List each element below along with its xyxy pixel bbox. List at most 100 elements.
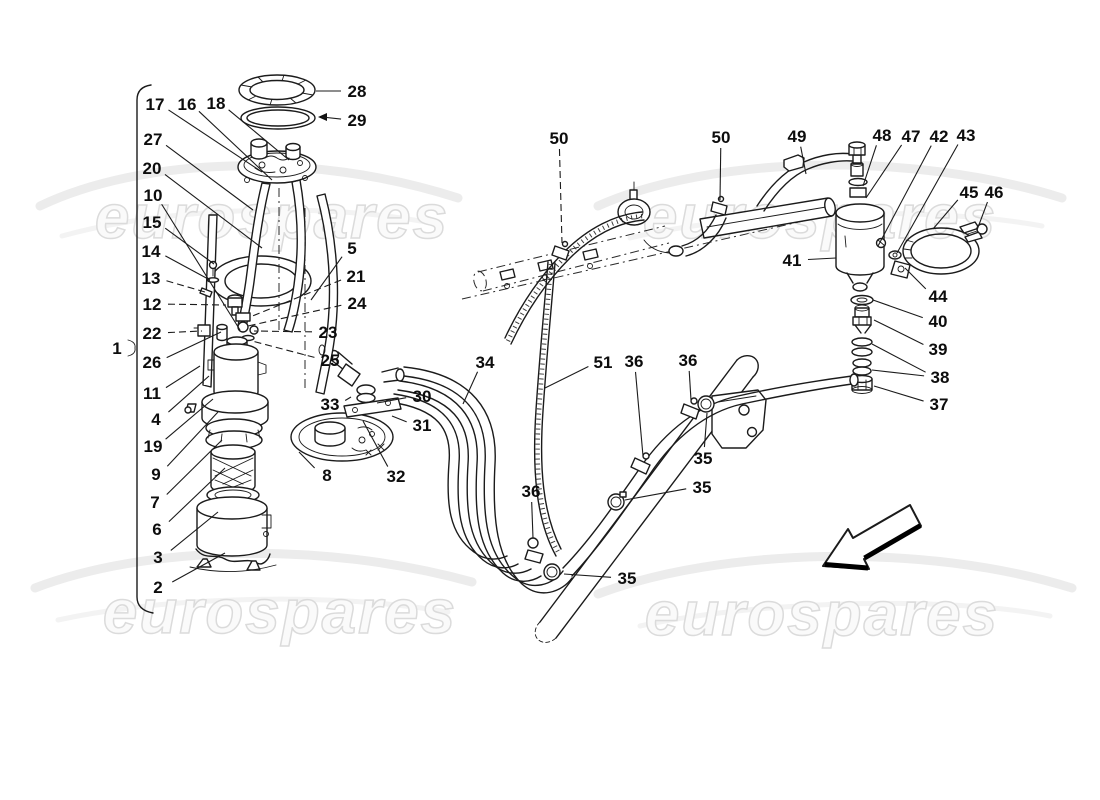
part-label-17: 17 bbox=[146, 95, 165, 114]
rail-end-cap bbox=[824, 197, 836, 217]
leader-line-16 bbox=[198, 110, 273, 181]
ring-ticks bbox=[240, 74, 314, 106]
leader-line-21 bbox=[249, 279, 342, 318]
part-label-7: 7 bbox=[150, 493, 159, 512]
hose-34 bbox=[389, 401, 508, 560]
supply-hose-braid bbox=[505, 213, 644, 342]
pump-hoses bbox=[389, 366, 573, 594]
leader-line-23 bbox=[253, 330, 313, 333]
seal-ring-29-inner bbox=[246, 109, 310, 127]
tube-end-cap bbox=[736, 355, 759, 378]
leader-line-46 bbox=[976, 201, 988, 231]
leader-line-36 bbox=[688, 370, 692, 401]
mount-foot bbox=[246, 560, 261, 571]
part-label-9: 9 bbox=[151, 465, 160, 484]
leader-line-17 bbox=[168, 109, 263, 173]
pump-flange-plate bbox=[237, 150, 317, 184]
hose-49 bbox=[763, 160, 853, 212]
supply-hose bbox=[510, 219, 645, 345]
hex-21 bbox=[235, 312, 251, 322]
flange-detail bbox=[279, 166, 287, 174]
leader-line-8 bbox=[298, 451, 316, 469]
filter-inlet-fitting bbox=[849, 187, 867, 198]
band-clamp bbox=[543, 563, 561, 581]
part-label-5: 5 bbox=[347, 239, 356, 258]
nut-bottom bbox=[851, 386, 873, 394]
part-label-49: 49 bbox=[788, 127, 807, 146]
banjo-23 bbox=[237, 321, 249, 333]
part-label-24: 24 bbox=[348, 294, 367, 313]
pump-canister bbox=[196, 507, 268, 557]
leader-line-44 bbox=[904, 267, 927, 290]
bracket-brace bbox=[127, 339, 136, 357]
part-label-20: 20 bbox=[143, 159, 162, 178]
mount-foot bbox=[196, 558, 212, 568]
part-label-29: 29 bbox=[348, 111, 367, 130]
part-label-34: 34 bbox=[476, 353, 495, 372]
bracket-fold bbox=[717, 395, 757, 403]
leader-line-24 bbox=[247, 304, 342, 327]
injector-fitting bbox=[582, 248, 599, 261]
direction-arrow-icon bbox=[822, 504, 922, 571]
rail-hose bbox=[685, 217, 727, 257]
return-hose bbox=[562, 375, 853, 569]
hose-link bbox=[643, 239, 670, 254]
arrow-shadow bbox=[824, 562, 869, 571]
washer-14 bbox=[206, 277, 220, 283]
rail-tube-left bbox=[477, 225, 666, 273]
leader-line-34 bbox=[462, 371, 479, 405]
part-label-45: 45 bbox=[960, 183, 979, 202]
hose-end bbox=[849, 373, 859, 387]
mounting-bracket bbox=[711, 389, 767, 449]
foot-hole bbox=[897, 265, 905, 273]
part-label-1: 1 bbox=[112, 339, 121, 358]
leader-line-33 bbox=[344, 396, 352, 401]
watermark-swoosh bbox=[55, 596, 451, 623]
leader-line-15 bbox=[164, 227, 215, 265]
ring-38 bbox=[852, 358, 872, 368]
band-clamp bbox=[607, 493, 625, 511]
part-label-18: 18 bbox=[207, 94, 226, 113]
leader-line-12 bbox=[167, 303, 227, 306]
band-clamp-inner bbox=[610, 496, 622, 508]
flange-fitting-top bbox=[250, 138, 268, 148]
part-label-23: 23 bbox=[319, 323, 338, 342]
leader-line-45 bbox=[932, 199, 959, 230]
part-label-27: 27 bbox=[144, 130, 163, 149]
leader-line-37 bbox=[873, 385, 924, 402]
band-clamp-inner bbox=[910, 233, 972, 269]
pump-motor-top bbox=[213, 343, 259, 361]
band-clamp bbox=[697, 395, 715, 413]
leader-line-38 bbox=[871, 369, 925, 377]
flange-detail bbox=[297, 160, 303, 166]
canister-tab bbox=[261, 514, 272, 529]
filter-sock-mesh bbox=[212, 457, 254, 489]
collar-bolt bbox=[184, 406, 192, 414]
part-label-31: 31 bbox=[413, 416, 432, 435]
nut-top bbox=[848, 141, 866, 149]
hose-clamp bbox=[710, 201, 728, 216]
rail-tube-highlight bbox=[706, 206, 827, 228]
part-label-13: 13 bbox=[142, 269, 161, 288]
tube-fill bbox=[540, 360, 753, 638]
clamp-screw bbox=[690, 397, 698, 405]
flange-detail bbox=[258, 161, 266, 169]
leader-line-22 bbox=[167, 330, 203, 334]
valve-stem bbox=[852, 154, 862, 164]
injector-detail bbox=[504, 283, 510, 289]
filter-top bbox=[835, 203, 885, 223]
fitting-12 bbox=[227, 297, 243, 308]
hose-34 bbox=[403, 366, 573, 594]
hose-34 bbox=[397, 389, 532, 574]
part-label-33: 33 bbox=[321, 395, 340, 414]
hose-51-line bbox=[533, 261, 557, 557]
part-label-6: 6 bbox=[152, 520, 161, 539]
hose-34 bbox=[393, 393, 519, 569]
part-label-3: 3 bbox=[153, 548, 162, 567]
part-label-28: 28 bbox=[348, 82, 367, 101]
hose-clamp bbox=[524, 549, 544, 564]
arrow-shadow bbox=[863, 523, 922, 561]
leader-line-9 bbox=[166, 411, 219, 467]
